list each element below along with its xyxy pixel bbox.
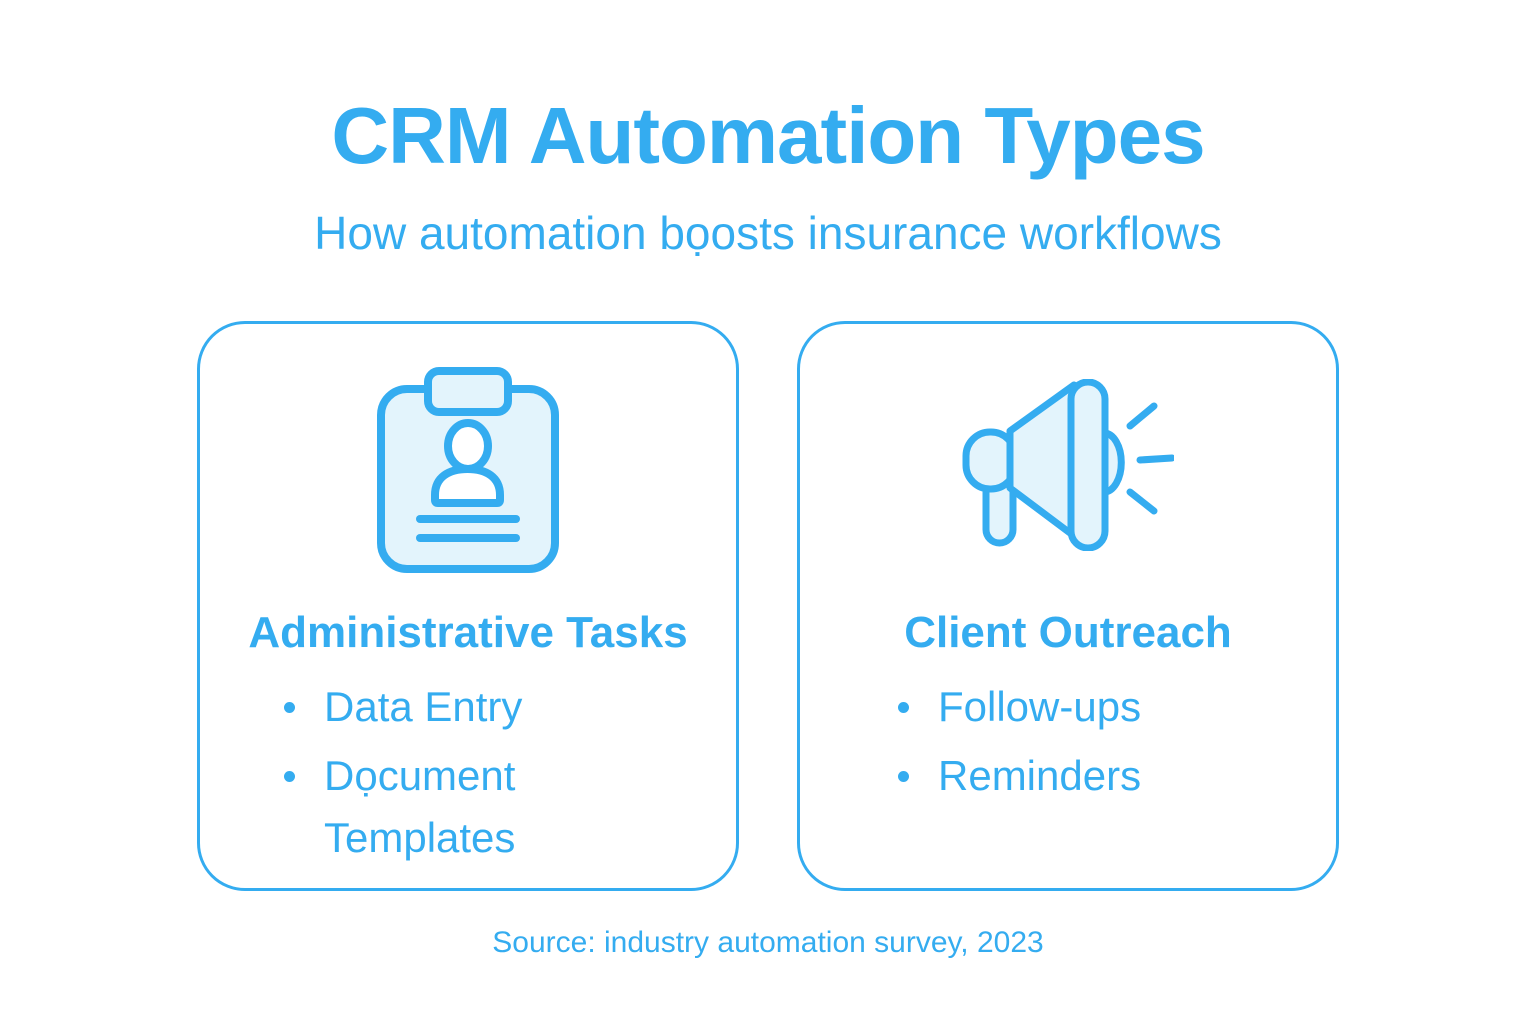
card-title-administrative-tasks: Administrative Tasks	[248, 608, 688, 657]
bullet-item-reminders: Reminders	[898, 745, 1141, 807]
bullet-list-administrative: Data Entry Dọcument Templates	[284, 676, 614, 876]
bullet-item-document-templates: Dọcument Templates	[284, 745, 614, 869]
bullet-item-data-entry: Data Entry	[284, 676, 614, 738]
card-client-outreach: Client Outreach Follow-ups Reminders	[797, 321, 1339, 891]
page-subtitle: How automation bọosts insurance workflow…	[314, 207, 1222, 259]
card-administrative-tasks: Administrative Tasks Data Entry Dọcument…	[197, 321, 739, 891]
id-card-icon	[200, 367, 736, 573]
bullet-list-outreach: Follow-ups Reminders	[898, 676, 1141, 814]
source-attribution: Source: industry automation survey, 2023	[492, 926, 1044, 959]
bullet-item-follow-ups: Follow-ups	[898, 676, 1141, 738]
page-title: CRM Automation Types	[331, 91, 1205, 180]
card-title-client-outreach: Client Outreach	[904, 608, 1232, 657]
megaphone-icon	[800, 379, 1336, 551]
